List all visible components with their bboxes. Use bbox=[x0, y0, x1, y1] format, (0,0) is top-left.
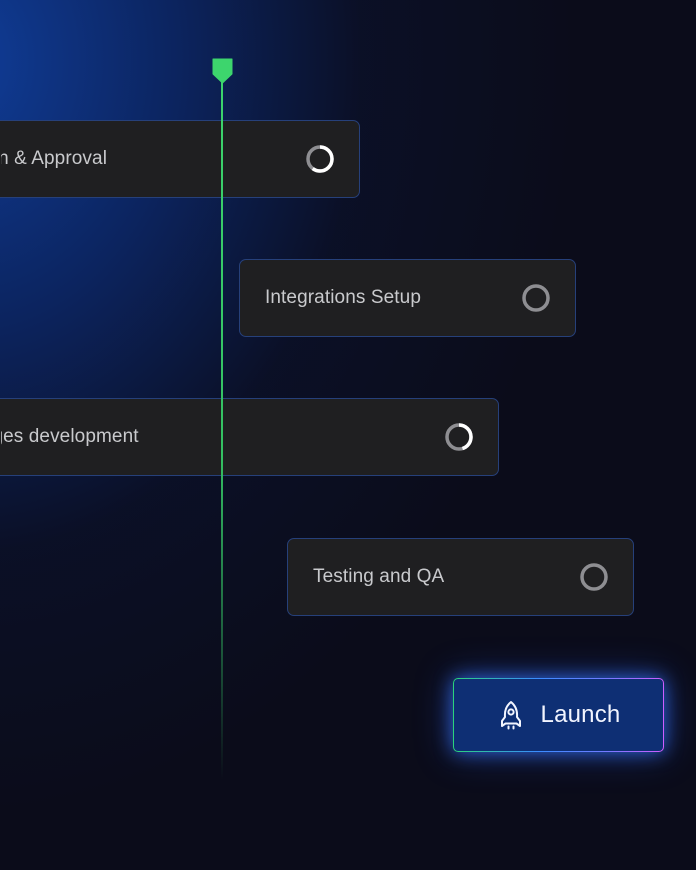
task-label-clip: Design & Approval bbox=[1, 121, 301, 197]
task-label: Testing and QA bbox=[313, 566, 445, 587]
empty-ring-icon bbox=[580, 563, 608, 591]
task-card-testing-qa[interactable]: Testing and QA bbox=[287, 538, 634, 616]
current-time-line bbox=[221, 60, 223, 780]
launch-button[interactable]: Launch bbox=[453, 678, 664, 752]
progress-ring-icon bbox=[306, 145, 334, 173]
task-label-clip: Pages development bbox=[1, 399, 301, 475]
task-card-pages-development[interactable]: Pages development bbox=[0, 398, 499, 476]
rocket-icon bbox=[500, 701, 521, 730]
task-label: Pages development bbox=[1, 426, 139, 447]
task-label: Integrations Setup bbox=[265, 287, 422, 308]
current-time-marker-icon[interactable] bbox=[212, 58, 233, 84]
task-label: Design & Approval bbox=[1, 148, 108, 169]
task-card-design-approval[interactable]: Design & Approval bbox=[0, 120, 360, 198]
empty-ring-icon bbox=[522, 284, 550, 312]
progress-ring-icon bbox=[445, 423, 473, 451]
launch-label: Launch bbox=[540, 701, 621, 728]
task-card-integrations-setup[interactable]: Integrations Setup bbox=[239, 259, 576, 337]
